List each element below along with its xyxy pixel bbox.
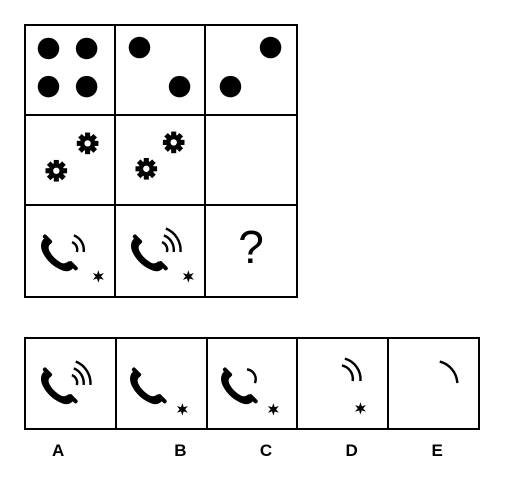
two-gears-icon xyxy=(45,132,99,182)
star-icon xyxy=(92,270,104,283)
star-icon xyxy=(267,403,279,416)
option-c[interactable] xyxy=(208,339,299,428)
phone-three-waves-icon xyxy=(116,227,194,283)
phone-star-icon xyxy=(117,339,188,416)
option-a[interactable] xyxy=(26,339,117,428)
cell-phone-three-waves xyxy=(116,206,206,296)
option-b[interactable] xyxy=(117,339,208,428)
question-mark: ? xyxy=(238,221,264,273)
cell-phone-two-waves xyxy=(26,206,116,296)
two-waves-star-icon xyxy=(341,357,367,415)
cell-two-dots-anti-diagonal xyxy=(206,26,296,116)
star-icon xyxy=(182,270,194,283)
four-dots-icon xyxy=(37,37,98,98)
cell-four-dots xyxy=(26,26,116,116)
option-label-d: D xyxy=(345,441,358,460)
star-icon xyxy=(355,402,367,415)
puzzle-grid: ? xyxy=(24,24,298,298)
two-dots-anti-diagonal-icon xyxy=(219,36,282,98)
option-label-b: B xyxy=(174,441,187,460)
option-labels: A B C D E xyxy=(24,441,480,461)
star-icon xyxy=(176,403,188,416)
option-d[interactable] xyxy=(298,339,390,428)
two-dots-diagonal-icon xyxy=(128,36,191,98)
one-wave-icon xyxy=(439,360,459,384)
cell-empty xyxy=(206,116,296,206)
cell-two-gears-1 xyxy=(26,116,116,206)
two-gears-icon xyxy=(135,131,185,180)
option-label-c: C xyxy=(259,441,273,460)
cell-two-dots-diagonal xyxy=(116,26,206,116)
phone-one-wave-star-icon xyxy=(208,339,279,416)
option-label-a: A xyxy=(52,441,65,460)
phone-two-waves-icon xyxy=(26,234,104,283)
cell-two-gears-2 xyxy=(116,116,206,206)
option-label-e: E xyxy=(431,441,443,460)
answer-options xyxy=(24,337,480,430)
option-e[interactable] xyxy=(389,339,478,428)
cell-question: ? xyxy=(206,206,296,296)
phone-three-waves-icon xyxy=(26,360,92,428)
